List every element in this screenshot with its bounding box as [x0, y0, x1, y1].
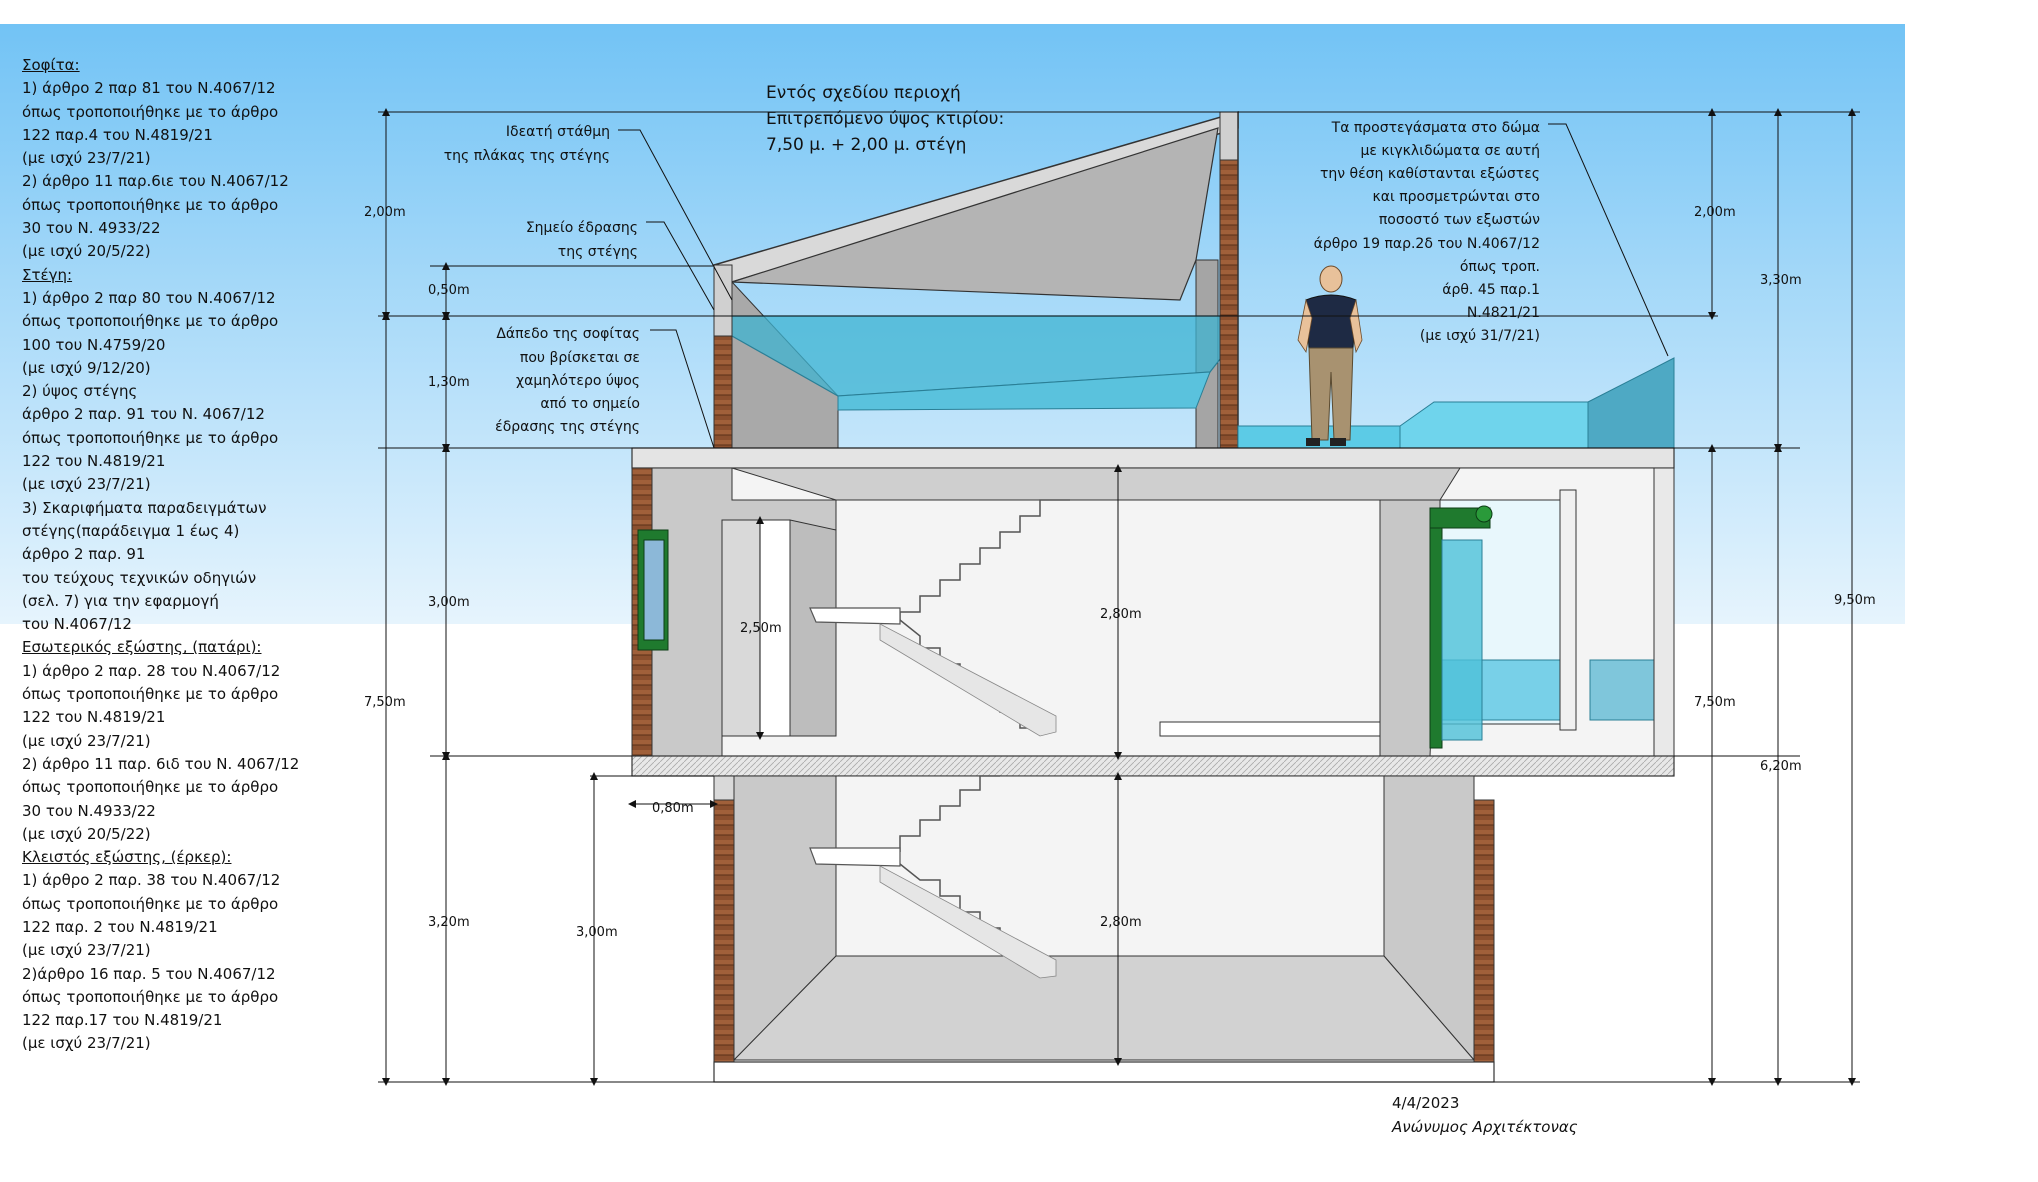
note-line: όπως τροποποιήθηκε με το άρθρο [22, 987, 279, 1006]
legal-notes-column: Σοφίτα: 1) άρθρο 2 παρ 81 του Ν.4067/12 όπ… [22, 54, 352, 1056]
note-line: όπως τροποποιήθηκε με το άρθρο [22, 102, 279, 121]
dim-6-20: 6,20m [1760, 759, 1802, 774]
dimension-lines [378, 108, 1860, 1086]
note-line: 2) ύψος στέγης [22, 382, 138, 401]
footer-block: 4/4/2023 Ανώνυμος Αρχιτέκτονας [1391, 1094, 1578, 1136]
note-line: 122 του Ν.4819/21 [22, 708, 166, 727]
note-line: 122 παρ.17 του Ν.4819/21 [22, 1011, 223, 1030]
annotation-labels: Ιδεατή στάθμη της πλάκας της στέγης Σημε… [444, 120, 1540, 435]
note-line: 30 του Ν.4933/22 [22, 801, 156, 820]
note-line: 2)άρθρο 16 παρ. 5 του Ν.4067/12 [22, 964, 276, 983]
note-line: 122 του Ν.4819/21 [22, 452, 166, 471]
note-line: 1) άρθρο 2 παρ 81 του Ν.4067/12 [22, 79, 276, 98]
note-line: όπως τροποποιήθηκε με το άρθρο [22, 312, 279, 331]
footer-author: Ανώνυμος Αρχιτέκτονας [1391, 1118, 1578, 1136]
building-body [631, 447, 1675, 1083]
person-figure [1297, 265, 1363, 446]
note-line: όπως τροποποιήθηκε με το άρθρο [22, 428, 279, 447]
note-line: (με ισχύ 20/5/22) [22, 242, 151, 261]
note-line: (με ισχύ 23/7/21) [22, 149, 151, 168]
dim-2-80-upper: 2,80m [1100, 607, 1142, 622]
note-line: άρθρο 2 παρ. 91 [22, 545, 146, 564]
note-line: 1) άρθρο 2 παρ. 38 του Ν.4067/12 [22, 871, 281, 890]
label-seat-point-2: της στέγης [558, 244, 638, 260]
label-parapet-2: με κιγκλιδώματα σε αυτή [1360, 143, 1540, 159]
label-parapet-5: ποσοστό των εξωστών [1379, 212, 1540, 228]
dim-3-20: 3,20m [428, 915, 470, 930]
note-line: όπως τροποποιήθηκε με το άρθρο [22, 778, 279, 797]
note-line: (με ισχύ 23/7/21) [22, 731, 151, 750]
dim-2-00-right: 2,00m [1694, 205, 1736, 220]
label-parapet-3: την θέση καθίστανται εξώστες [1320, 166, 1540, 182]
label-attic-floor-2: που βρίσκεται σε [520, 350, 640, 366]
dim-3-30: 3,30m [1760, 273, 1802, 288]
note-line: του τεύχους τεχνικών οδηγιών [22, 568, 257, 587]
dim-3-00-ground: 3,00m [576, 925, 618, 940]
label-ideal-level-2: της πλάκας της στέγης [444, 148, 610, 164]
label-seat-point-1: Σημείο έδρασης [526, 220, 638, 236]
title-line-1: Εντός σχεδίου περιοχή [766, 83, 961, 103]
note-heading: Κλειστός εξώστης, (έρκερ): [22, 848, 232, 867]
note-line: στέγης(παράδειγμα 1 έως 4) [22, 521, 240, 540]
dim-0-80: 0,80m [652, 801, 694, 816]
label-parapet-4: και προσμετρώνται στο [1373, 189, 1540, 205]
note-line: όπως τροποποιήθηκε με το άρθρο [22, 894, 279, 913]
dim-1-30: 1,30m [428, 375, 470, 390]
note-line: (σελ. 7) για την εφαρμογή [22, 591, 219, 610]
note-line: (με ισχύ 20/5/22) [22, 824, 151, 843]
dim-7-50-right: 7,50m [1694, 695, 1736, 710]
note-line: όπως τροποποιήθηκε με το άρθρο [22, 685, 279, 704]
footer-date: 4/4/2023 [1392, 1094, 1459, 1112]
note-line: 100 του Ν.4759/20 [22, 335, 166, 354]
note-line: 122 παρ.4 του Ν.4819/21 [22, 125, 213, 144]
note-line: 30 του Ν. 4933/22 [22, 219, 161, 238]
label-attic-floor-4: από το σημείο [540, 396, 640, 412]
dimension-labels: 2,00m 0,50m 1,30m 3,00m 7,50m 3,20m 3,00… [364, 205, 1876, 940]
dim-2-50: 2,50m [740, 621, 782, 636]
label-parapet-6: άρθρο 19 παρ.2δ του Ν.4067/12 [1314, 236, 1540, 252]
note-line: του Ν.4067/12 [22, 615, 132, 634]
note-line: άρθρο 2 παρ. 91 του Ν. 4067/12 [22, 405, 265, 424]
label-parapet-10: (με ισχύ 31/7/21) [1420, 328, 1540, 344]
title-block: Εντός σχεδίου περιοχή Επιτρεπόμενο ύψος … [766, 83, 1004, 155]
note-line: (με ισχύ 23/7/21) [22, 475, 151, 494]
label-parapet-7: όπως τροπ. [1460, 259, 1540, 275]
label-ideal-level-1: Ιδεατή στάθμη [506, 124, 610, 140]
dim-3-00-left: 3,00m [428, 595, 470, 610]
dim-7-50-left: 7,50m [364, 695, 406, 710]
note-line: 3) Σκαριφήματα παραδειγμάτων [22, 498, 267, 517]
label-attic-floor-1: Δάπεδο της σοφίτας [496, 326, 640, 342]
note-line: 122 παρ. 2 του Ν.4819/21 [22, 917, 218, 936]
dim-2-80-lower: 2,80m [1100, 915, 1142, 930]
dim-2-00-left: 2,00m [364, 205, 406, 220]
note-line: (με ισχύ 9/12/20) [22, 358, 151, 377]
label-attic-floor-3: χαμηλότερο ύψος [516, 373, 640, 389]
title-line-3: 7,50 μ. + 2,00 μ. στέγη [766, 135, 966, 155]
label-parapet-8: άρθ. 45 παρ.1 [1442, 282, 1540, 298]
note-line: 1) άρθρο 2 παρ 80 του Ν.4067/12 [22, 288, 276, 307]
pitched-roof [712, 110, 1239, 449]
note-line: 2) άρθρο 11 παρ. 6ιδ του Ν. 4067/12 [22, 754, 300, 773]
note-heading: Σοφίτα: [22, 56, 80, 74]
dim-9-50: 9,50m [1834, 593, 1876, 608]
note-heading: Εσωτερικός εξώστης, (πατάρι): [22, 638, 262, 657]
title-line-2: Επιτρεπόμενο ύψος κτιρίου: [766, 109, 1004, 129]
note-line: όπως τροποποιήθηκε με το άρθρο [22, 195, 279, 214]
label-attic-floor-5: έδρασης της στέγης [495, 419, 640, 435]
note-line: 2) άρθρο 11 παρ.6ιε του Ν.4067/12 [22, 172, 289, 191]
note-line: (με ισχύ 23/7/21) [22, 1034, 151, 1053]
label-parapet-9: Ν.4821/21 [1467, 305, 1540, 321]
dim-0-50: 0,50m [428, 283, 470, 298]
note-heading: Στέγη: [22, 265, 73, 284]
note-line: 1) άρθρο 2 παρ. 28 του Ν.4067/12 [22, 661, 281, 680]
note-line: (με ισχύ 23/7/21) [22, 941, 151, 960]
label-parapet-1: Τα προστεγάσματα στο δώμα [1331, 120, 1540, 136]
